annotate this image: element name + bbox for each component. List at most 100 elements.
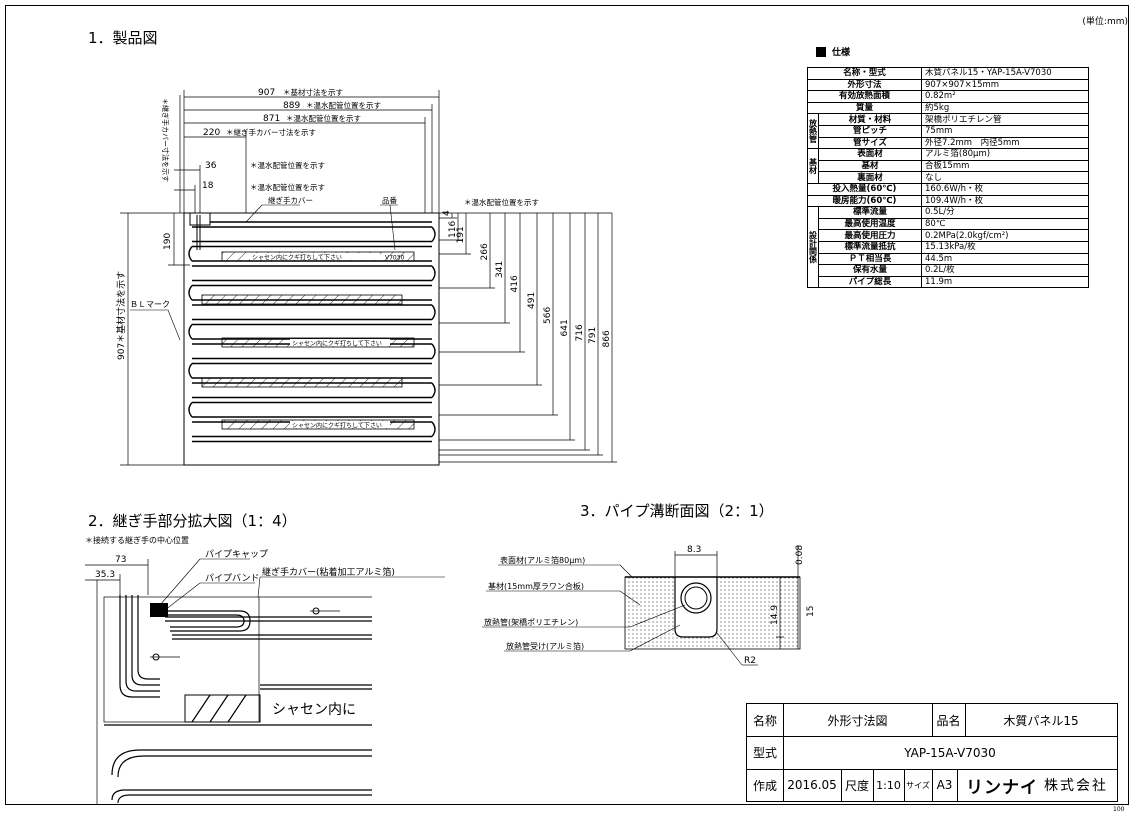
dim-right-866: 866 [602,330,612,347]
label-surface: 表面材(アルミ箔80μm) [500,555,585,565]
note-joint-cover: 継ぎ手カバー [268,195,313,205]
dim-871: 871 [263,114,280,124]
unit-label: (単位:mm) [1082,17,1128,27]
spec-label: 裏面材 [818,171,922,184]
tb-product-label: 品名 [936,713,961,728]
spec-value: 0.2MPa(2.0kgf/cm²) [921,229,1089,242]
dim-190: 190 [163,233,173,250]
tb-scale-label: 尺度 [844,778,869,793]
dim-right-416: 416 [510,275,520,292]
spec-label: 投入熱量(60℃) [807,182,922,196]
spec-value: 約5kg [921,101,1089,115]
detail-pipe [117,755,372,778]
spec-value: 15.13kPa/枚 [921,240,1089,254]
spec-value: アルミ箔(80μm) [921,148,1089,161]
dim-220-note: ＊継ぎ手カバー寸法を示す [226,127,316,137]
tb-scale-value: 1:10 [876,778,901,792]
spec-label: 材質・材料 [818,113,922,126]
dim-871-note: ＊温水配管位置を示す [286,113,361,123]
spec-value: 0.82m² [921,90,1089,103]
dim-220: 220 [203,128,220,138]
spec-label: 標準流量 [818,206,922,219]
spec-heading: 仕様 [816,45,850,58]
spec-label: 外形寸法 [807,78,922,92]
spec-value: 11.9m [921,275,1089,289]
dim-right-4: 4 [442,210,452,216]
section3-title: 3．パイプ溝断面図（2：1） [580,502,774,520]
pipe-bend [431,265,436,281]
note-pipe-1: ＊温水配管位置を示す [250,160,325,170]
tb-company: リンナイ 株式会社 [957,769,1117,801]
company-logo: リンナイ [966,777,1038,798]
dim-right-116: 116 [448,221,458,238]
pipe-outer [680,582,712,614]
spec-row: 基材合板15mm [808,159,1089,173]
spec-value: 架橋ポリエチレン管 [921,113,1089,126]
spec-value: 109.4W/h・枚 [921,194,1089,208]
spec-value: 907×907×15mm [921,78,1089,92]
tb-name-value: 外形寸法図 [827,713,888,728]
dim-right-191: 191 [456,226,466,243]
dim-18: 18 [202,181,214,191]
spec-value: 75mm [921,124,1089,138]
note-joint-vertical: ＊継ぎ手カバー寸法を示す [161,98,170,182]
dim-8-3: 8.3 [687,545,701,555]
spec-group: 基材 [806,148,820,184]
dim-right-566: 566 [543,307,553,324]
groove-outline [674,577,718,638]
pipe-bend [188,363,193,379]
spec-label: 管サイズ [818,136,922,150]
dim-right-641: 641 [560,319,570,336]
pipe-bend [188,402,193,418]
hatched-strip [201,294,403,305]
tb-name-label: 名称 [752,713,777,728]
strip-text: シャセン内にクギ打ちして下さい [252,254,342,262]
detail-pipe [137,595,160,680]
spec-label: 最高使用温度 [818,217,922,231]
pipe-bend [431,343,436,359]
dim-14-9: 14.9 [770,605,780,625]
spec-label: 最高使用圧力 [818,229,922,242]
pipe-bend [431,421,436,437]
label-receiver: 放熱管受け(アルミ箔) [506,641,584,651]
tb-made-label: 作成 [752,778,777,793]
strip-text: シャセン内にクギ打ちして下さい [292,422,382,430]
detail-pipe [125,595,160,692]
dim-right-491: 491 [527,292,537,309]
spec-label: 管ピッチ [818,124,922,138]
dim-889: 889 [283,101,300,111]
dim-73: 73 [115,555,126,565]
label-joint-cover: 継ぎ手カバー(粘着加工アルミ箔) [262,566,395,578]
spec-label: 暖房能力(60℃) [807,194,922,208]
dim-r2: R2 [744,656,756,666]
spec-value: 80℃ [921,217,1089,231]
tb-product-value: 木質パネル15 [1003,713,1079,728]
dim-right-341: 341 [495,261,505,278]
pipe-bend [188,246,193,262]
spec-label: 保有水量 [818,264,922,277]
spec-label: パイプ総長 [818,275,922,289]
strip-code: V7030 [385,255,405,262]
title-block: 名称 外形寸法図 品名 木質パネル15 型式 YAP-15A-V7030 作成 … [746,703,1118,802]
dim-889-note: ＊温水配管位置を示す [306,100,381,110]
spec-row: 質量約5kg [807,101,1089,115]
section2-title: 2．継ぎ手部分拡大図（1：4） [88,512,297,530]
pipe-bend [431,382,436,398]
panel-outline [183,212,440,466]
tb-model-value: YAP-15A-V7030 [904,745,996,760]
hatched-strip [201,377,403,388]
spec-group: 放熱管 [806,113,820,150]
spec-heading-text: 仕様 [832,48,851,58]
tb-model-label: 型式 [752,746,777,760]
company-suffix: 株式会社 [1044,778,1108,794]
pipe-bend [431,226,436,242]
corner-mark: 100 [1113,806,1125,813]
detail-pipe [111,749,372,776]
spec-row: 管サイズ外径7.2mm 内径5mm [808,136,1089,150]
